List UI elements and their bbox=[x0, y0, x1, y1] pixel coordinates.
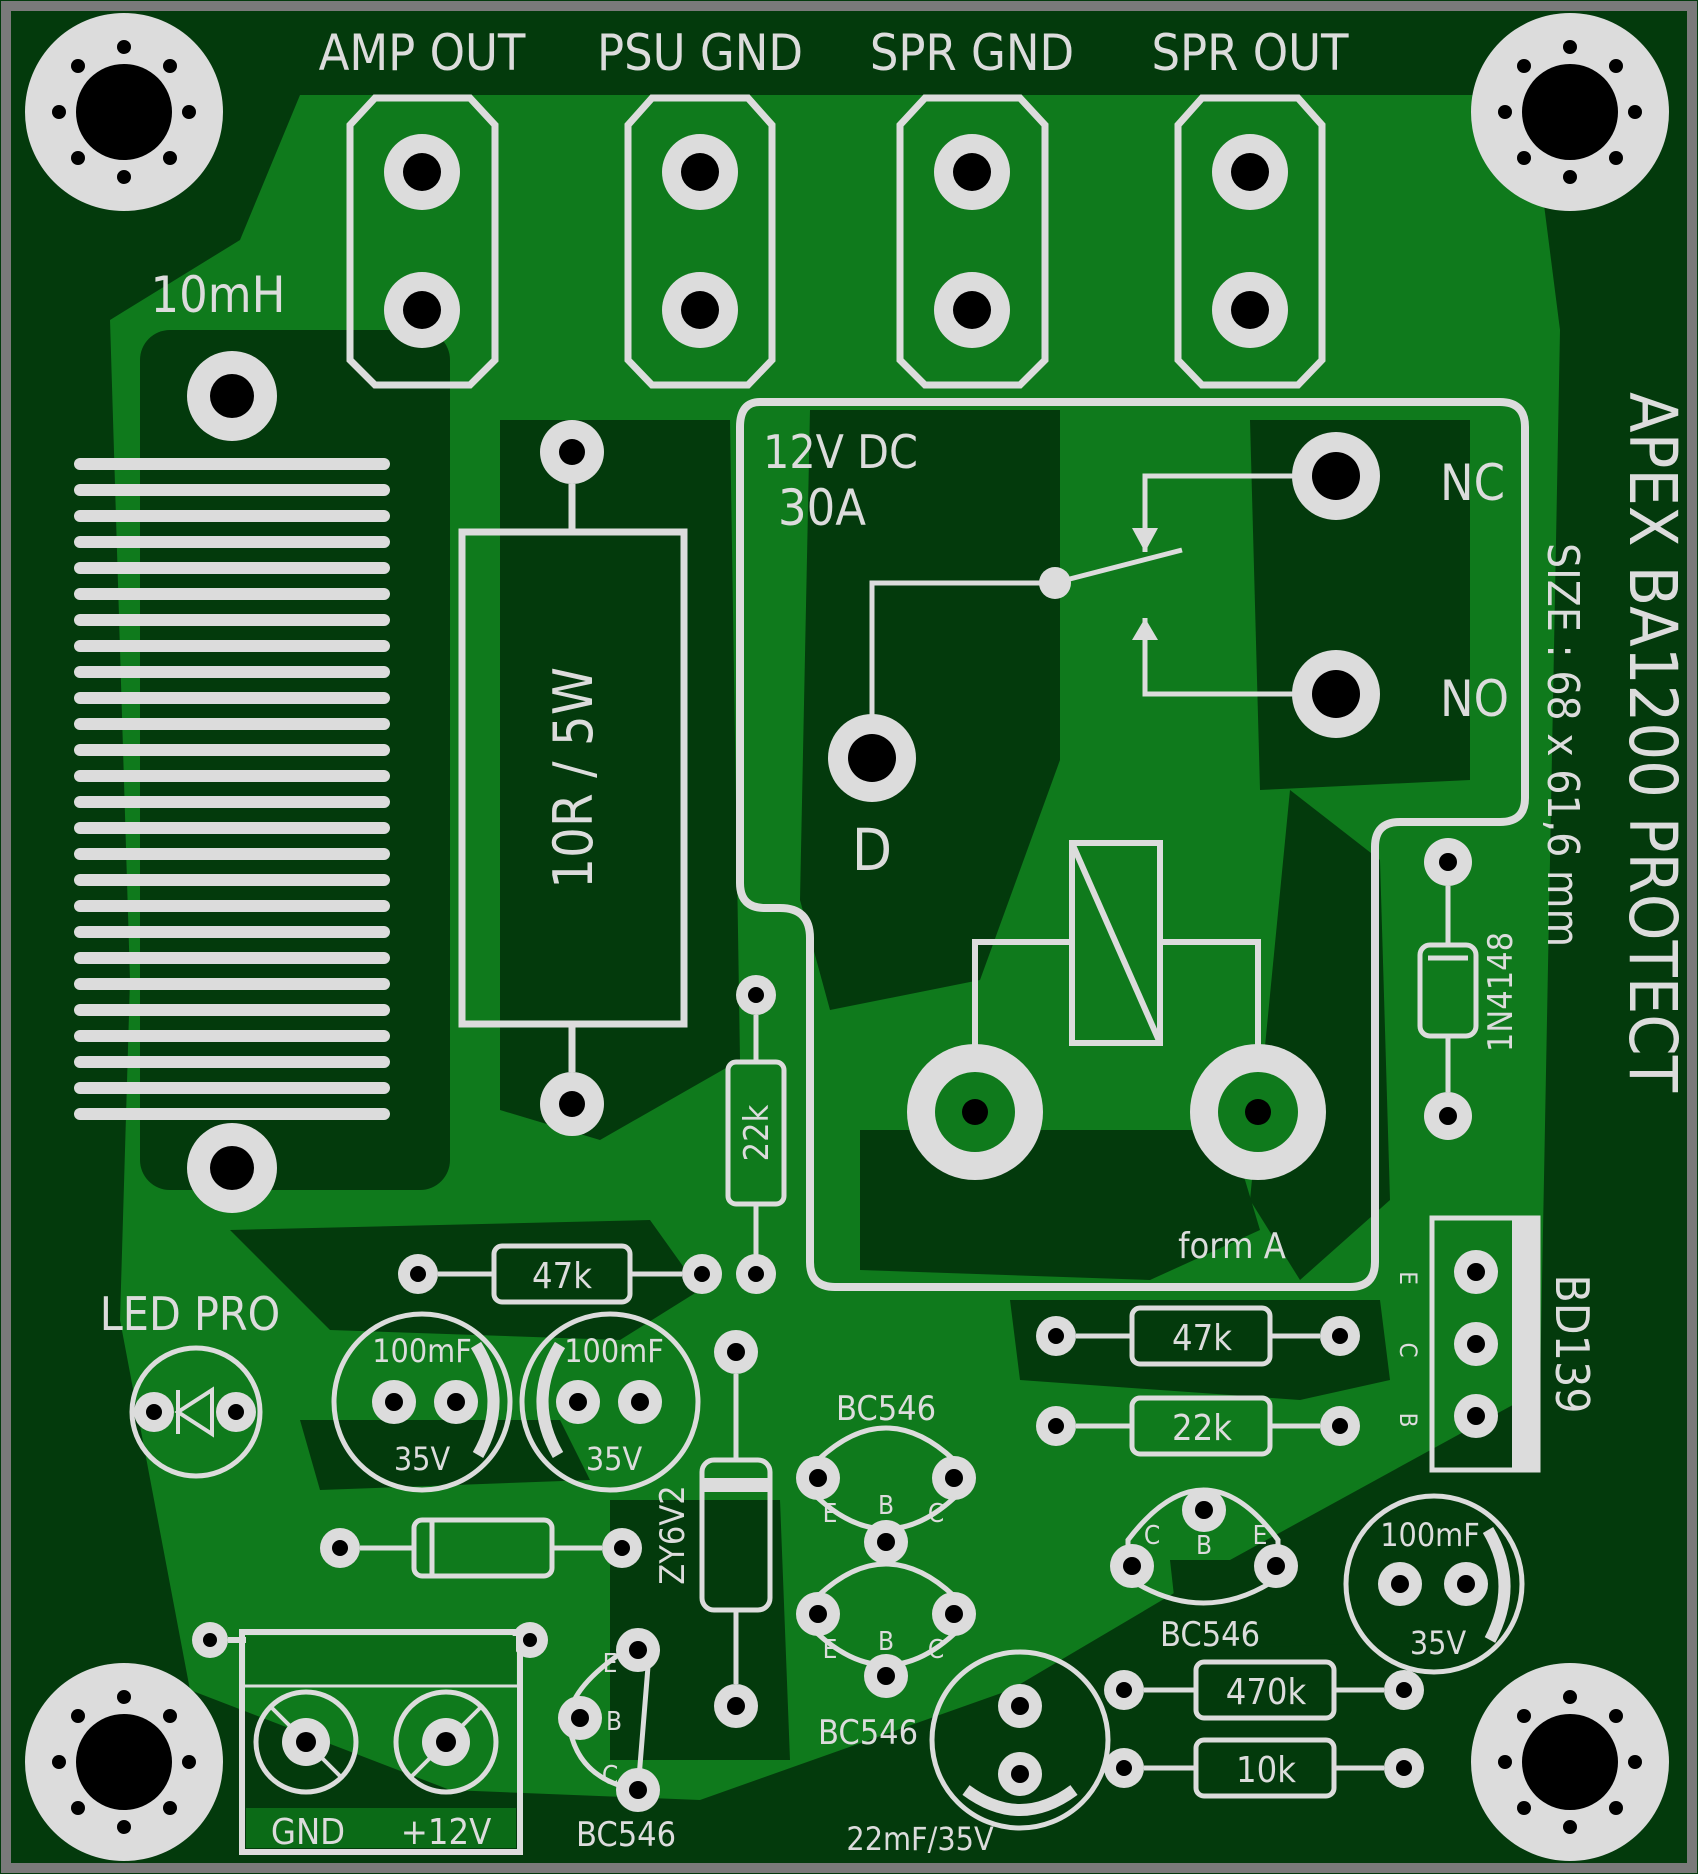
label-cap2-voltage: 35V bbox=[586, 1440, 643, 1478]
transistor-bc546-middle: E B C BC546 bbox=[796, 1561, 976, 1753]
label-r47k-b: 47k bbox=[1172, 1318, 1232, 1359]
label-r470k: 470k bbox=[1226, 1672, 1307, 1713]
label-relay-voltage: 12V DC bbox=[763, 425, 918, 479]
capacitor-100mf-1: 100mF 35V bbox=[331, 1311, 513, 1493]
transistor-bd139: E C B BD139 bbox=[1394, 1215, 1599, 1473]
label-bc546-3-e: E bbox=[603, 1649, 618, 1679]
label-bc546-2-c: C bbox=[928, 1635, 944, 1665]
label-bd139-c: C bbox=[1394, 1342, 1422, 1357]
label-gnd: GND bbox=[271, 1812, 345, 1853]
label-bc546-4-c: C bbox=[1144, 1521, 1160, 1551]
label-relay-nc: NC bbox=[1440, 454, 1505, 512]
label-spr-out: SPR OUT bbox=[1151, 24, 1349, 82]
label-12v: +12V bbox=[401, 1812, 492, 1853]
terminal-power: GND +12V bbox=[239, 1629, 523, 1855]
label-zener: ZY6V2 bbox=[653, 1485, 693, 1584]
label-relay-no: NO bbox=[1440, 670, 1509, 728]
label-bd139-e: E bbox=[1394, 1271, 1422, 1285]
board-size: SIZE : 68 x 61,6 mm bbox=[1537, 543, 1588, 947]
label-amp-out: AMP OUT bbox=[319, 24, 526, 82]
resistor-bottom-left bbox=[320, 1517, 642, 1579]
label-cap-22mf: 22mF/35V bbox=[846, 1820, 994, 1858]
mounting-hole-top-left bbox=[25, 13, 223, 211]
transistor-bc546-top: BC546 E B C bbox=[796, 1389, 976, 1564]
diode-1n4148: 1N4148 bbox=[1417, 838, 1521, 1140]
resistor-10r-5w: 10R / 5W bbox=[458, 420, 688, 1136]
label-bc546-4: BC546 bbox=[1160, 1615, 1260, 1655]
label-relay-d: D bbox=[852, 816, 892, 884]
label-bc546-1-e: E bbox=[823, 1499, 838, 1529]
capacitor-100mf-2: 100mF 35V bbox=[519, 1311, 701, 1493]
label-bd139: BD139 bbox=[1545, 1274, 1599, 1413]
label-bc546-1-c: C bbox=[928, 1499, 944, 1529]
label-cap1-value: 100mF bbox=[372, 1332, 472, 1370]
label-relay-form: form A bbox=[1178, 1226, 1286, 1267]
label-spr-gnd: SPR GND bbox=[870, 24, 1074, 82]
resistor-470k: 470k bbox=[1104, 1659, 1424, 1721]
label-bc546-4-e: E bbox=[1253, 1521, 1268, 1551]
label-bd139-b: B bbox=[1394, 1413, 1422, 1428]
mounting-hole-bottom-left bbox=[25, 1663, 223, 1861]
terminal-spr-gnd: SPR GND bbox=[870, 24, 1074, 389]
label-relay-current: 30A bbox=[778, 479, 866, 537]
transistor-bc546-right: C B E BC546 bbox=[1110, 1487, 1298, 1655]
resistor-47k-right: 47k bbox=[1036, 1305, 1360, 1367]
label-r47k-a: 47k bbox=[532, 1256, 592, 1297]
label-bc546-3-c: C bbox=[602, 1761, 618, 1791]
label-cap2-value: 100mF bbox=[564, 1332, 664, 1370]
label-bc546-4-b: B bbox=[1196, 1531, 1212, 1561]
transistor-bc546-bottom: E B C BC546 bbox=[558, 1628, 676, 1855]
capacitor-22mf: 22mF/35V bbox=[846, 1649, 1111, 1858]
resistor-22k-right: 22k bbox=[1036, 1395, 1360, 1457]
label-bc546-2-b: B bbox=[878, 1627, 894, 1657]
mounting-hole-bottom-right bbox=[1471, 1663, 1669, 1861]
label-inductor: 10mH bbox=[151, 266, 286, 324]
label-cap1-voltage: 35V bbox=[394, 1440, 451, 1478]
label-r10k: 10k bbox=[1236, 1750, 1296, 1791]
label-cap3-voltage: 35V bbox=[1410, 1624, 1467, 1662]
label-r22k-v: 22k bbox=[737, 1104, 777, 1161]
inductor-10mh: 10mH bbox=[74, 266, 390, 1213]
terminal-amp-out: AMP OUT bbox=[319, 24, 526, 389]
relay: 12V DC 30A NC NO D form A bbox=[736, 398, 1529, 1291]
terminal-psu-gnd: PSU GND bbox=[597, 24, 803, 389]
label-diode: 1N4148 bbox=[1481, 932, 1521, 1052]
resistor-22k-vertical: 22k bbox=[725, 975, 787, 1255]
capacitor-100mf-3: 100mF 35V bbox=[1343, 1493, 1525, 1675]
label-bc546-1-b: B bbox=[878, 1491, 894, 1521]
label-psu-gnd: PSU GND bbox=[597, 24, 803, 82]
label-bc546-1: BC546 bbox=[836, 1389, 936, 1429]
label-bc546-2: BC546 bbox=[818, 1713, 918, 1753]
mounting-hole-top-right bbox=[1471, 13, 1669, 211]
label-bc546-2-e: E bbox=[823, 1635, 838, 1665]
terminal-spr-out: SPR OUT bbox=[1151, 24, 1349, 389]
label-power-resistor: 10R / 5W bbox=[542, 667, 605, 889]
led-protection: LED PRO bbox=[100, 1287, 280, 1479]
label-cap3-value: 100mF bbox=[1380, 1516, 1480, 1554]
board-title: APEX BA1200 PROTECT bbox=[1614, 392, 1691, 1093]
resistor-47k-left: 47k bbox=[398, 1243, 776, 1305]
label-r22k-b: 22k bbox=[1172, 1408, 1232, 1449]
label-bc546-3: BC546 bbox=[576, 1815, 676, 1855]
label-bc546-3-b: B bbox=[606, 1707, 622, 1737]
label-led: LED PRO bbox=[100, 1287, 280, 1341]
zener-zy6v2: ZY6V2 bbox=[653, 1330, 773, 1728]
resistor-10k: 10k bbox=[1104, 1737, 1424, 1799]
